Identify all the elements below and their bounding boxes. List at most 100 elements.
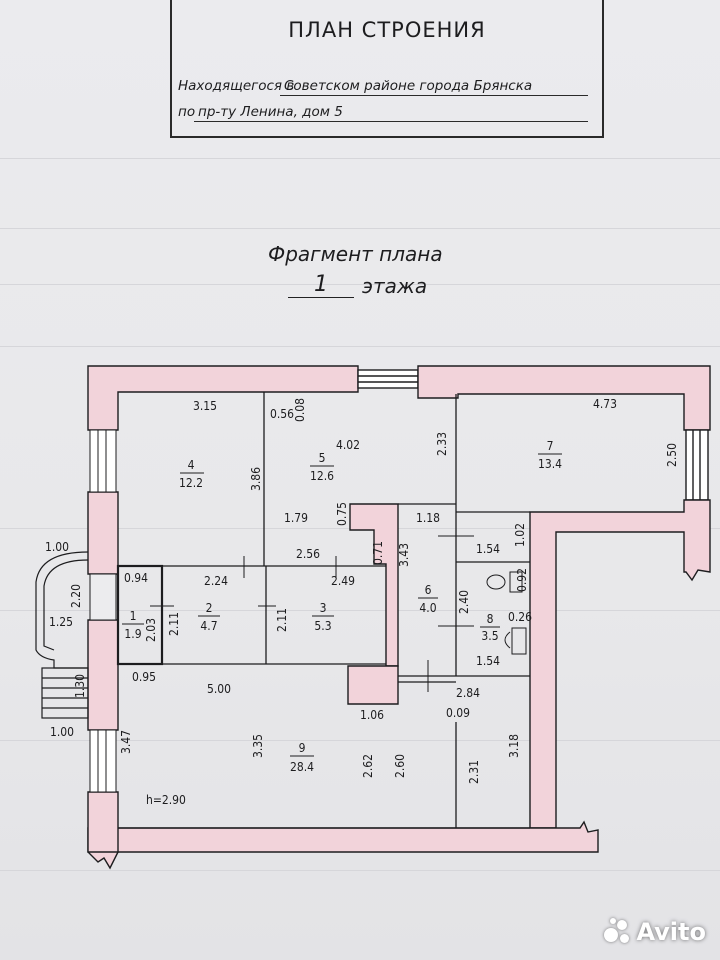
window-top [357,369,419,389]
dim-label: 1.54 [476,542,500,556]
avito-logo-icon [604,918,632,946]
windows-left [89,429,117,793]
dim-label: 2.40 [457,590,471,614]
room-area: 12.6 [310,469,334,483]
wall-left-mid [87,491,119,575]
dim-label: 2.56 [296,547,320,561]
wall-left-bottom [87,791,119,853]
ruled-line [0,158,720,159]
room-labels: 4 12.2 5 12.6 7 13.4 6 4.0 8 3.5 2 4.7 3… [122,439,562,774]
dim-label: 0.26 [508,610,532,624]
wall-left-low [87,619,119,731]
room-number: 5 [319,451,326,465]
room-area: 12.2 [179,476,203,490]
wall-top-right [417,365,711,431]
dim-label: 1.00 [45,540,69,554]
location-prefix: Находящегося в [178,78,295,94]
dim-label: 2.60 [393,754,407,778]
dim-label: 0.09 [446,706,470,720]
address-value: пр-ту Ленина, дом 5 [198,104,343,120]
dim-label: 2.31 [467,760,481,784]
sanitary-fixtures [486,571,527,655]
wall-top-left [87,365,359,431]
room-area: 4.0 [419,601,436,615]
dim-label: 4.02 [336,438,360,452]
room-number: 7 [547,439,554,453]
dim-label: 1.25 [49,615,73,629]
room-number: 4 [188,458,195,472]
room-area: 13.4 [538,457,562,471]
dim-label: 0.95 [132,670,156,684]
dim-label: 3.15 [193,399,217,413]
dim-label: 2.03 [144,618,158,642]
dim-label: 2.84 [456,686,480,700]
ruled-line [0,870,720,871]
room-number: 6 [425,583,432,597]
location-value: Советском районе города Брянска [284,78,533,94]
fragment-title: Фрагмент плана [268,242,443,266]
room-area: 3.5 [481,629,498,643]
dim-label: 2.33 [435,432,449,456]
watermark-text: Avito [636,918,706,946]
wall-right [529,499,711,829]
room-area: 4.7 [200,619,217,633]
dim-label: 1.79 [284,511,308,525]
dim-label: 2.20 [69,584,83,608]
dim-label: 0.56 [270,407,294,421]
room-number: 3 [320,601,327,615]
dim-label: 1.00 [50,725,74,739]
column-lower [347,665,399,705]
dim-label: 2.11 [167,612,181,636]
dim-label: 0.71 [371,541,385,565]
floor-word: этажа [362,274,428,298]
room-area: 28.4 [290,760,314,774]
dim-label: 0.92 [515,568,529,592]
dim-label: 2.11 [275,608,289,632]
dim-label: 2.49 [331,574,355,588]
vertical-dimension-labels: 0.08 2.33 2.50 3.86 0.75 1.02 3.43 0.92 … [69,398,679,784]
dim-label: 1.54 [476,654,500,668]
wall-bottom [87,820,599,870]
dimension-labels: 3.15 0.56 4.02 4.73 1.79 1.18 1.54 1.54 … [45,397,617,739]
ruled-line [0,346,720,347]
dim-label: 3.86 [249,467,263,491]
window-right [685,429,709,501]
room-number: 9 [299,741,306,755]
plan-title: ПЛАН СТРОЕНИЯ [288,18,486,42]
dim-label: 2.24 [204,574,228,588]
ruled-line [0,284,720,285]
room-number: 8 [487,612,494,626]
walls [87,365,711,870]
ruled-line [0,610,720,611]
watermark: Avito [604,918,706,946]
dim-label: 3.35 [251,734,265,758]
address-underline [194,121,588,122]
dim-label: 3.47 [119,730,133,754]
dim-label: 0.75 [335,502,349,526]
dim-label: 3.43 [397,543,411,567]
dim-label: 2.50 [665,443,679,467]
address-prefix: по [178,104,196,120]
floor-number: 1 [288,272,354,298]
dim-label: 2.62 [361,754,375,778]
ruled-line [0,740,720,741]
room-area: 5.3 [314,619,331,633]
room-area: 1.9 [124,627,141,641]
column-partition [349,503,399,667]
title-block: ПЛАН СТРОЕНИЯ Находящегося в Советском р… [170,0,604,138]
dim-label: 0.08 [293,398,307,422]
entrance-porch [35,551,89,719]
dim-label: 5.00 [207,682,231,696]
dim-label: 3.18 [507,734,521,758]
dim-label: 1.06 [360,708,384,722]
dim-label: 4.73 [593,397,617,411]
room-number: 2 [206,601,213,615]
ruled-line [0,228,720,229]
room-number: 1 [130,609,137,623]
ceiling-height: h=2.90 [146,793,186,807]
dim-label: 1.02 [513,523,527,547]
dim-label: 0.94 [124,571,148,585]
location-underline [280,95,588,96]
